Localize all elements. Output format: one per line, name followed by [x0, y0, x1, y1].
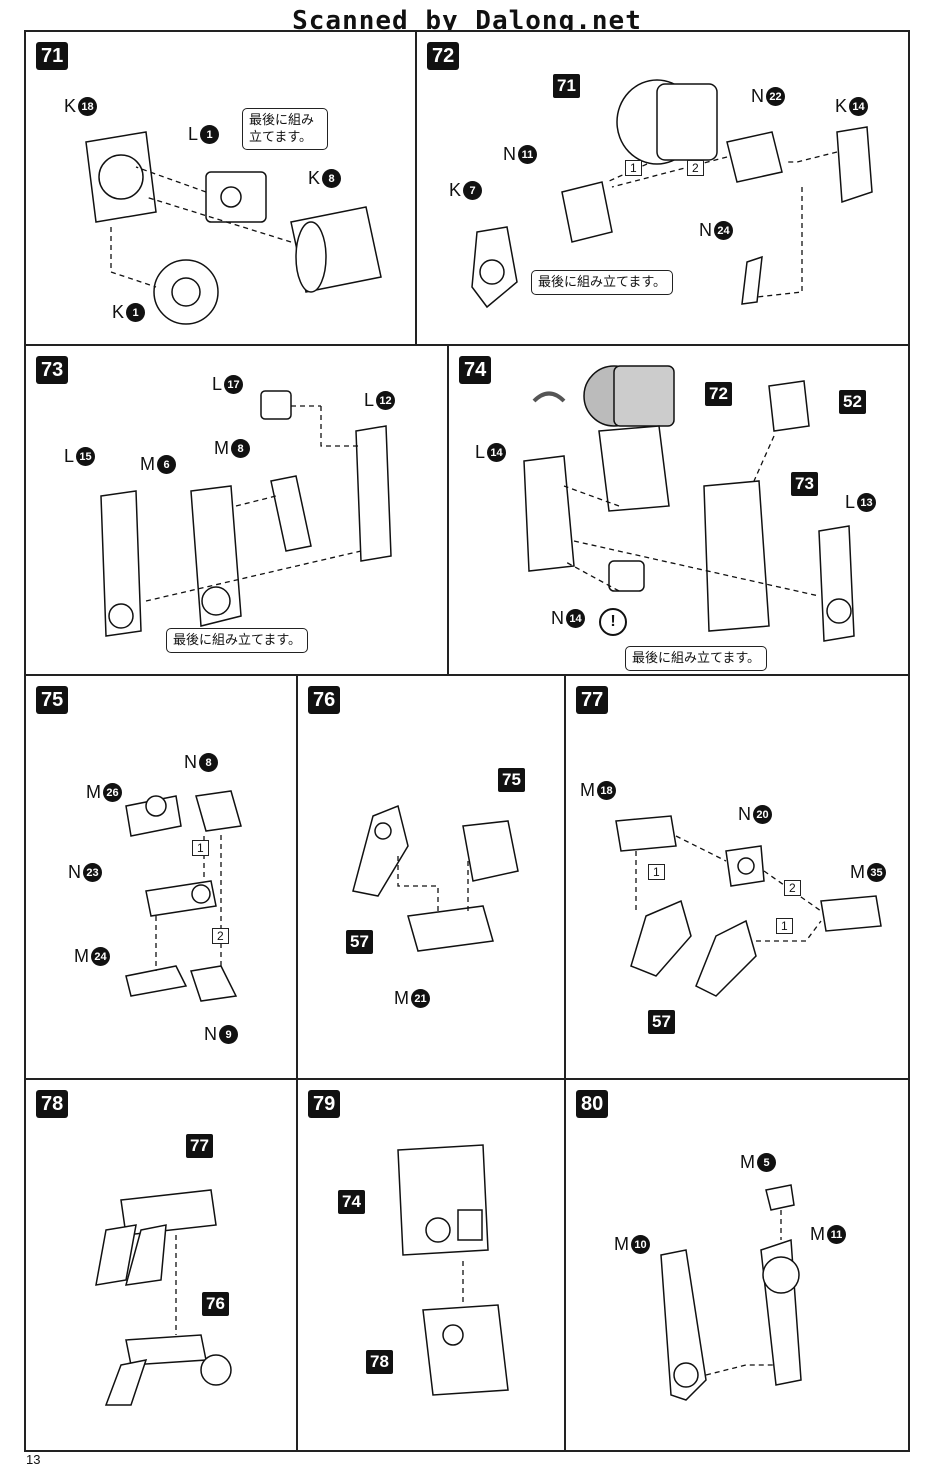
ref-57: 57: [346, 930, 373, 954]
sequence-1b: 1: [776, 918, 793, 934]
step-74-illustration: [523, 365, 855, 642]
ref-78: 78: [366, 1350, 393, 1374]
step-number: 72: [427, 42, 460, 70]
caution-icon: !: [599, 608, 627, 636]
assemble-last-note: 最後に組み立てます。: [166, 628, 309, 653]
ref-74: 74: [338, 1190, 365, 1214]
sequence-1: 1: [192, 840, 209, 856]
ref-52: 52: [839, 390, 866, 414]
step-77-illustration: [615, 815, 882, 997]
sequence-2: 2: [687, 160, 704, 176]
assemble-last-note: 最後に組み立てます。: [531, 270, 674, 295]
step-76-illustration: [352, 804, 519, 952]
step-number: 71: [36, 42, 69, 70]
step-number: 76: [308, 686, 341, 714]
step-72-illustration: [471, 79, 873, 309]
ref-73: 73: [791, 472, 818, 496]
ref-72: 72: [705, 382, 732, 406]
step-number: 74: [459, 356, 492, 384]
step-80-illustration: [660, 1184, 802, 1401]
sequence-1a: 1: [648, 864, 665, 880]
ref-75: 75: [498, 768, 525, 792]
step-number: 77: [576, 686, 609, 714]
step-number: 75: [36, 686, 69, 714]
step-75-illustration: [125, 790, 242, 1002]
assemble-last-note: 最後に組み立てます。: [242, 108, 328, 150]
step-73-illustration: [100, 390, 392, 637]
ref-76: 76: [202, 1292, 229, 1316]
step-number: 79: [308, 1090, 341, 1118]
ref-57: 57: [648, 1010, 675, 1034]
ref-71: 71: [553, 74, 580, 98]
sequence-2: 2: [212, 928, 229, 944]
step-number: 78: [36, 1090, 69, 1118]
step-number: 80: [576, 1090, 609, 1118]
step-78-illustration: [95, 1189, 232, 1406]
step-79-illustration: [397, 1144, 509, 1396]
step-number: 73: [36, 356, 69, 384]
step-78-panel: 78 77 76: [24, 1078, 298, 1452]
sequence-2: 2: [784, 880, 801, 896]
ref-77: 77: [186, 1134, 213, 1158]
assemble-last-note: 最後に組み立てます。: [625, 646, 768, 671]
page-number: 13: [26, 1452, 41, 1467]
step-71-illustration: [85, 131, 382, 325]
sequence-1: 1: [625, 160, 642, 176]
step-79-panel: 79 74 78: [296, 1078, 566, 1452]
